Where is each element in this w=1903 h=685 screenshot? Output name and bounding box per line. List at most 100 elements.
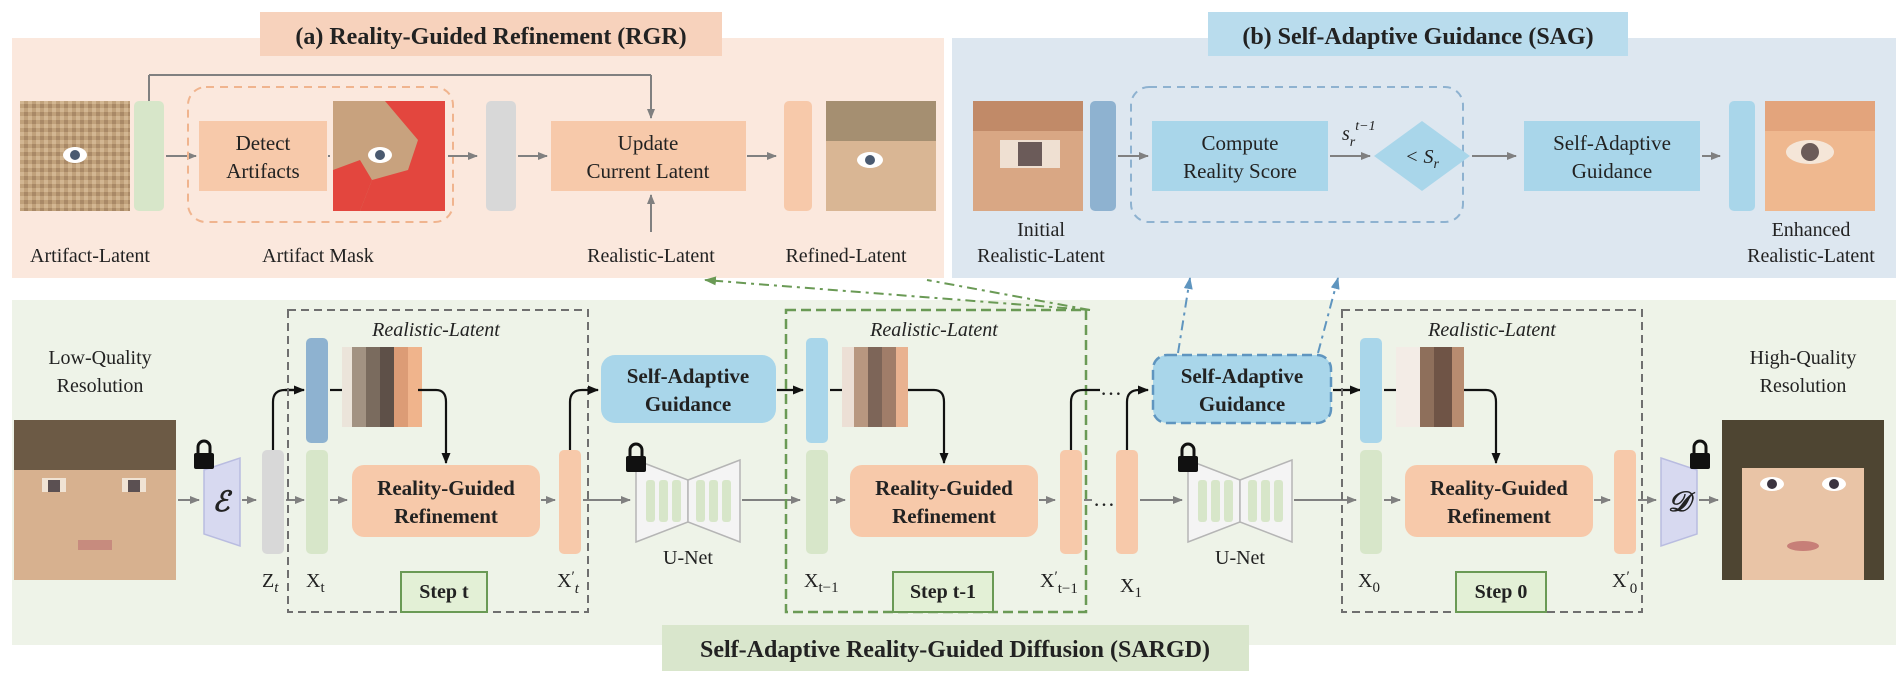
initial-label-1: Initial [1017, 219, 1065, 241]
x1-label: X1 [1120, 575, 1142, 601]
step-t-rgr-line1: Reality-Guided [377, 476, 515, 500]
artifact-latent-bar [134, 101, 164, 211]
step-t-rgr-box [352, 465, 540, 537]
lock-icon [626, 442, 646, 472]
step-0-realistic-patch [1396, 347, 1464, 427]
output-label-1: High-Quality [1750, 347, 1857, 369]
mask-latent-bar [486, 101, 516, 211]
step-0-x-bar [1360, 450, 1382, 554]
initial-face-image [973, 101, 1083, 211]
step-t-xout-label: X′t [557, 569, 580, 597]
step-t-xt-bar [306, 450, 328, 554]
enhanced-label-1: Enhanced [1772, 219, 1851, 241]
enhanced-latent-bar [1729, 101, 1755, 211]
step-t-realistic-patch [342, 347, 422, 427]
lock-icon [1690, 439, 1710, 469]
sag-2-line2: Guidance [1199, 392, 1285, 416]
pipeline-sargd: Low-Quality Resolution ℰ Zt Realistic-La… [12, 276, 1896, 671]
panel-a-title: (a) Reality-Guided Refinement (RGR) [295, 24, 686, 50]
step-t-realistic-bar [306, 338, 328, 443]
sag-1-line1: Self-Adaptive [627, 364, 750, 388]
enhanced-face-image [1765, 101, 1875, 211]
pipeline-title: Self-Adaptive Reality-Guided Diffusion (… [700, 637, 1210, 663]
panel-a-rgr: (a) Reality-Guided Refinement (RGR) Dete… [12, 12, 944, 278]
unet-block-2 [1187, 458, 1293, 544]
output-label-2: Resolution [1760, 375, 1847, 397]
step-t-1-rgr-box [850, 465, 1038, 537]
unet-2-label: U-Net [1215, 547, 1265, 569]
zt-latent-bar [262, 450, 284, 554]
sag-2-line1: Self-Adaptive [1181, 364, 1304, 388]
artifact-mask-image [333, 101, 445, 211]
step-0-rgr-line2: Refinement [1447, 504, 1551, 528]
enhanced-label-2: Realistic-Latent [1747, 245, 1875, 267]
step-t-1-badge [892, 571, 994, 613]
sag-b-line1: Self-Adaptive [1553, 131, 1671, 155]
panel-b-sag: (b) Self-Adaptive Guidance (SAG) Compute… [952, 12, 1896, 278]
step-t-badge [400, 571, 488, 613]
sag-box-b [1524, 121, 1700, 191]
artifact-face-image [20, 101, 130, 211]
step-t-xin-label: Xt [306, 570, 325, 596]
unet-block-1 [635, 458, 741, 544]
encoder-symbol: ℰ [213, 487, 233, 518]
step-t-1-realistic-bar [806, 338, 828, 443]
realistic-latent-label-0: Realistic-Latent [1427, 319, 1556, 341]
step-0-group [1341, 309, 1643, 613]
update-latent-box [551, 121, 746, 191]
realistic-latent-label-t1: Realistic-Latent [869, 319, 998, 341]
ellipsis-bottom: … [1093, 486, 1115, 511]
refined-latent-bar [784, 101, 812, 211]
step-t-xt-prime-bar [559, 450, 581, 554]
zt-label: Zt [262, 570, 279, 596]
lock-icon [194, 439, 214, 469]
step-t-rgr-line2: Refinement [394, 504, 498, 528]
update-line2: Current Latent [586, 159, 709, 183]
initial-latent-bar [1090, 101, 1116, 211]
ellipsis-top: … [1100, 375, 1122, 400]
decoder-block [1660, 456, 1698, 548]
compute-line1: Compute [1202, 131, 1279, 155]
unet-1-label: U-Net [663, 547, 713, 569]
detect-line1: Detect [236, 131, 291, 155]
update-line1: Update [618, 131, 679, 155]
sag-b-line2: Guidance [1572, 159, 1652, 183]
step-0-label: Step 0 [1475, 581, 1528, 603]
step-t-1-label: Step t-1 [910, 581, 976, 603]
artifact-mask-label: Artifact Mask [262, 245, 374, 267]
input-label-1: Low-Quality [48, 347, 151, 369]
step-t-1-xin-label: Xt−1 [804, 570, 839, 596]
step-t-1-x-prime-bar [1060, 450, 1082, 554]
step-t-1-rgr-line2: Refinement [892, 504, 996, 528]
step-t-1-rgr-line1: Reality-Guided [875, 476, 1013, 500]
step-t-1-realistic-patch [842, 347, 908, 427]
step-0-xout-label: X′0 [1612, 569, 1637, 597]
low-quality-face-image [14, 420, 176, 580]
step-0-rgr-box [1405, 465, 1593, 537]
score-label: srt−1 [1342, 119, 1376, 150]
threshold-label: < Sr [1405, 146, 1440, 172]
lock-icon [1178, 442, 1198, 472]
realistic-latent-label-a: Realistic-Latent [587, 245, 715, 267]
detect-line2: Artifacts [226, 159, 299, 183]
step-t-group [287, 309, 589, 613]
refined-face-image [826, 101, 936, 211]
detect-artifacts-box [199, 121, 327, 191]
compute-line2: Reality Score [1183, 159, 1297, 183]
step-0-rgr-line1: Reality-Guided [1430, 476, 1568, 500]
threshold-diamond [1374, 121, 1470, 191]
step-0-xin-label: X0 [1358, 570, 1380, 596]
high-quality-face-image [1722, 420, 1884, 580]
realistic-latent-label-t: Realistic-Latent [371, 319, 500, 341]
sag-inner-group [1130, 86, 1464, 223]
sag-1-line2: Guidance [645, 392, 731, 416]
step-t-1-x-bar [806, 450, 828, 554]
step-t-label: Step t [419, 581, 469, 603]
step-0-realistic-bar [1360, 338, 1382, 443]
step-0-badge [1455, 571, 1547, 613]
sag-block-2 [1151, 353, 1333, 425]
x1-latent-bar [1116, 450, 1138, 554]
sag-block-1 [601, 355, 776, 423]
artifact-detect-group [187, 86, 454, 223]
initial-label-2: Realistic-Latent [977, 245, 1105, 267]
